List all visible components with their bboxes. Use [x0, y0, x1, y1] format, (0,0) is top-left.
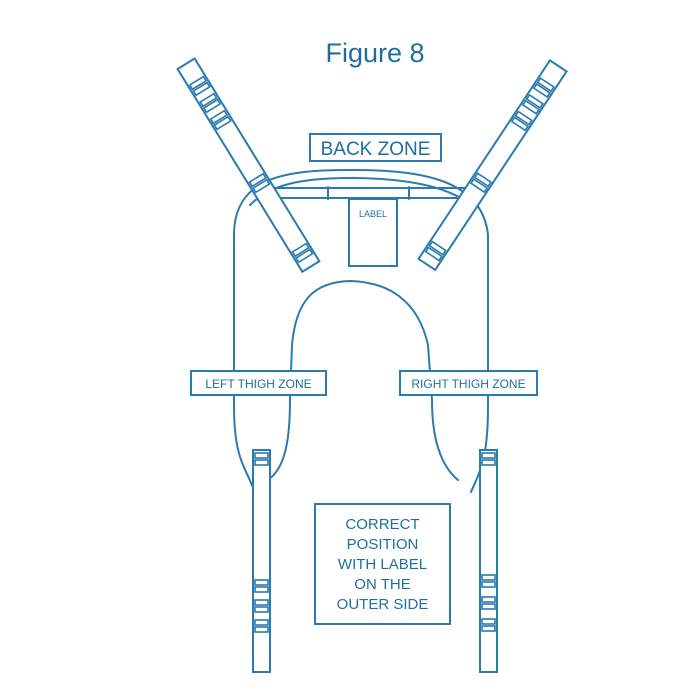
instruction-line: CORRECT — [345, 516, 419, 533]
left-thigh-zone-box — [190, 370, 327, 396]
instruction-line: ON THE — [354, 576, 410, 593]
right-thigh-zone-box — [399, 370, 538, 396]
left-leg-strap — [252, 449, 271, 673]
right-thigh-zone-text: RIGHT THIGH ZONE — [411, 377, 525, 391]
label-box-text: LABEL — [359, 209, 387, 219]
instruction-line: OUTER SIDE — [337, 596, 429, 613]
back-zone-box — [309, 133, 442, 162]
instruction-line: WITH LABEL — [338, 556, 427, 573]
right-shoulder-strap — [417, 59, 568, 272]
instruction-note-box — [314, 503, 451, 625]
right-leg-strap — [479, 449, 498, 673]
sling-outer-outline — [233, 169, 489, 493]
instruction-line: POSITION — [347, 536, 419, 553]
left-shoulder-strap — [176, 57, 321, 274]
figure-title: Figure 8 — [325, 38, 424, 68]
label-box — [348, 198, 398, 267]
back-zone-text: BACK ZONE — [321, 139, 431, 160]
left-thigh-zone-text: LEFT THIGH ZONE — [205, 377, 311, 391]
instruction-note: CORRECT POSITION WITH LABEL ON THE OUTER… — [337, 516, 429, 613]
sling-inner-outline — [267, 280, 459, 481]
